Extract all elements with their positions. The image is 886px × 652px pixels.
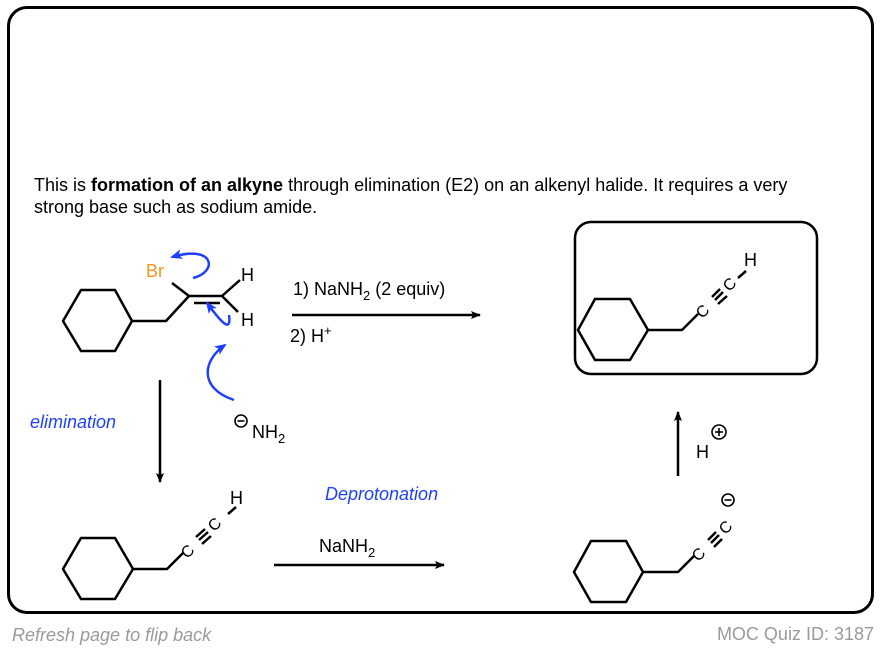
hydrogen-label-bottom: H <box>241 310 254 330</box>
triple-bond-3 <box>195 528 206 538</box>
acetylide-negative-charge-icon <box>721 493 735 507</box>
reagent-step1: 1) NaNH2 (2 equiv) <box>293 279 445 303</box>
curved-arrow-ch-bond <box>205 301 231 326</box>
c-br-bond <box>171 282 190 297</box>
triple-bond-2 <box>717 295 728 305</box>
chain-bond <box>133 552 184 571</box>
amide-negative-charge-icon <box>234 414 248 428</box>
chain-bond <box>648 313 699 332</box>
cyclohexane-ring <box>61 536 135 601</box>
chain-bond <box>643 555 695 574</box>
c-h-bond <box>227 506 237 515</box>
proton-positive-charge-icon <box>711 424 727 440</box>
triple-bond-1 <box>710 534 720 544</box>
amide-label: NH2 <box>252 422 285 446</box>
description-bold: formation of an alkyne <box>91 175 284 195</box>
description-prefix: This is <box>34 175 92 195</box>
cyclohexane-ring <box>61 288 134 353</box>
flip-hint: Refresh page to flip back <box>12 625 212 645</box>
starting-material <box>61 279 241 353</box>
c-h-bond-bottom <box>221 295 239 313</box>
alkyne-hydrogen: H <box>230 488 243 508</box>
cyclohexane-ring <box>572 539 645 604</box>
product-alkyne <box>576 270 747 362</box>
triple-bond-3 <box>711 288 721 298</box>
product-carbon-2: C <box>720 275 740 295</box>
curved-arrow-amide-attack <box>206 343 235 402</box>
reagent-step2: 2) H+ <box>290 323 332 346</box>
acetylide-anion <box>572 531 723 604</box>
cyclohexane-ring <box>576 297 650 362</box>
bromine-label: Br <box>146 261 164 281</box>
product-box <box>573 220 819 376</box>
description-suffix: through elimination (E2) on an alkenyl h… <box>34 175 788 217</box>
description-text: This is formation of an alkyne through e… <box>34 174 814 218</box>
quiz-id: MOC Quiz ID: 3187 <box>716 624 874 644</box>
alkyne-carbon-1: C <box>178 542 198 562</box>
alkyne-carbon-2: C <box>205 515 225 535</box>
triple-bond-2 <box>713 538 723 548</box>
quiz-card[interactable] <box>7 6 874 614</box>
curved-arrow-br-leaving <box>170 249 211 280</box>
triple-bond-1 <box>198 531 209 541</box>
deprotonation-label: Deprotonation <box>325 484 438 504</box>
acetylide-carbon-2: C <box>716 518 736 538</box>
deprot-reagent: NaNH2 <box>319 536 375 560</box>
terminal-alkyne <box>61 506 237 601</box>
product-carbon-1: C <box>693 302 713 322</box>
triple-bond-3 <box>707 531 717 541</box>
proton-label: H <box>696 442 709 462</box>
chain-bond <box>132 295 190 323</box>
acetylide-carbon-1: C <box>689 545 709 565</box>
triple-bond-2 <box>201 535 212 545</box>
triple-bond-1 <box>714 291 724 301</box>
c-h-bond-top <box>221 279 241 297</box>
hydrogen-label-top: H <box>241 265 254 285</box>
product-hydrogen: H <box>744 250 757 270</box>
c-h-bond <box>737 270 747 279</box>
elimination-label: elimination <box>30 412 116 432</box>
